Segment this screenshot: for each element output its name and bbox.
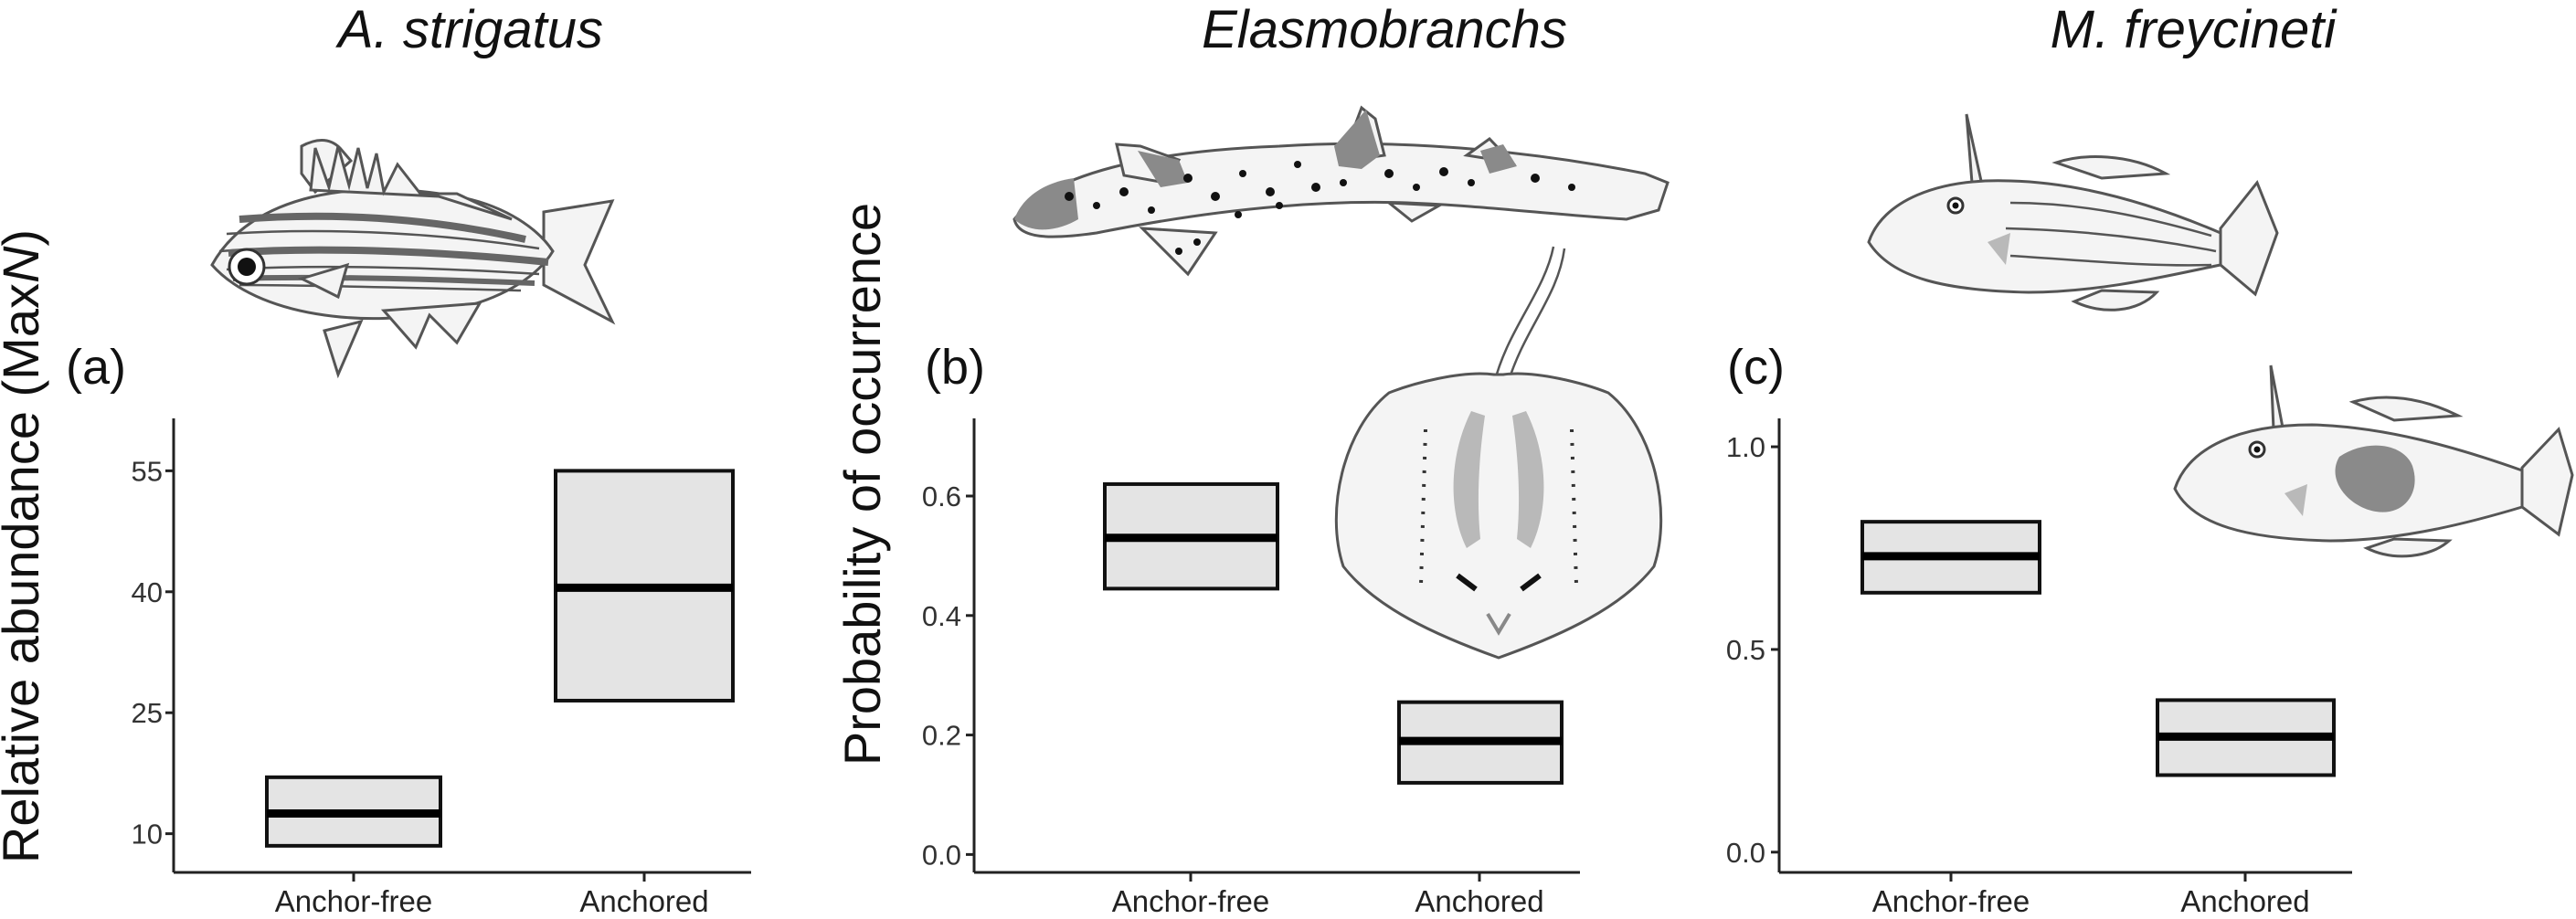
- panel-b-y-axis-title: Probability of occurrence: [833, 203, 891, 766]
- shark-illustration: [1012, 105, 1670, 277]
- panel-b-y-tick-label: 0.0: [922, 839, 961, 871]
- stingray-illustration: [1334, 246, 1663, 660]
- panel-a-category-label: Anchored: [579, 884, 708, 918]
- panel-b-species-title: Elasmobranchs: [1202, 0, 1567, 59]
- panel-b-y-tick-label: 0.2: [922, 720, 961, 752]
- panel-c-label: (c): [1727, 340, 1785, 395]
- striped-fish-illustration: [210, 139, 616, 379]
- panel-a-y-axis-title: Relative abundance (MaxN): [0, 229, 49, 863]
- leatherjacket-fish-illustration: [1867, 113, 2279, 312]
- panel-a-category-label: Anchor-free: [275, 884, 432, 918]
- panel-b-category-label: Anchored: [1415, 884, 1543, 918]
- panel-b-label: (b): [925, 340, 985, 395]
- panel-c-y-tick-label: 1.0: [1726, 431, 1765, 463]
- panel-a-y-tick-label: 25: [132, 697, 163, 729]
- panel-a-y-tick-label: 55: [132, 455, 163, 487]
- panel-b-y-tick-label: 0.6: [922, 481, 961, 512]
- panel-c-category-label: Anchor-free: [1872, 884, 2030, 918]
- leatherjacket-fish-inset-illustration: [2173, 364, 2574, 558]
- panel-b-category-label: Anchor-free: [1112, 884, 1269, 918]
- panel-a-y-tick-label: 40: [132, 576, 163, 608]
- panel-c-y-tick-label: 0.0: [1726, 837, 1765, 869]
- panel-c-y-tick-label: 0.5: [1726, 634, 1765, 666]
- panel-c-species-title: M. freycineti: [2051, 0, 2338, 59]
- panel-b-y-tick-label: 0.4: [922, 600, 961, 632]
- panel-a-label: (a): [66, 340, 126, 395]
- panel-a-y-tick-label: 10: [132, 819, 163, 850]
- panel-c-category-label: Anchored: [2180, 884, 2309, 918]
- panel-a-species-title: A. strigatus: [335, 0, 603, 59]
